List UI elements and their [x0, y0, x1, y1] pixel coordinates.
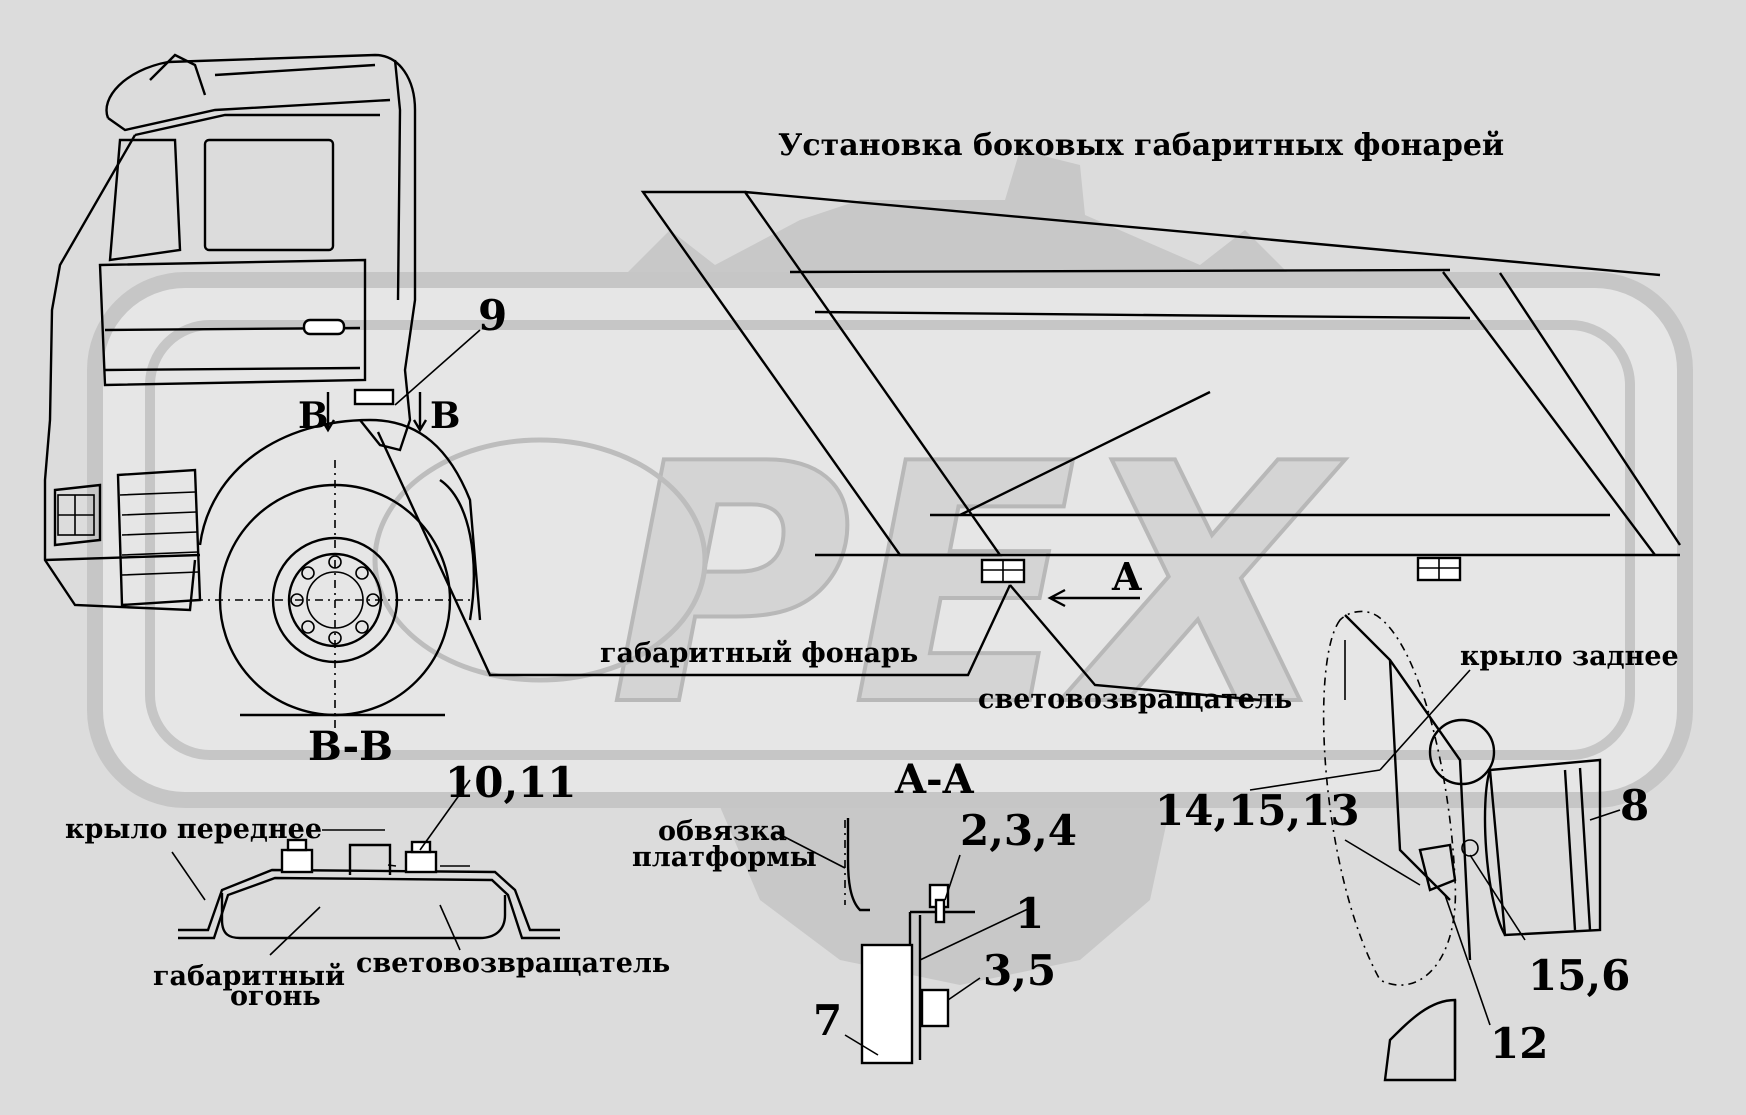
callout-3-5: 3,5 [983, 946, 1056, 995]
front-wheel [195, 418, 482, 740]
platform [640, 190, 1682, 584]
callout-12: 12 [1490, 1019, 1548, 1068]
section-bb-cut: B B 9 [298, 291, 507, 437]
section-bb-view [171, 779, 560, 956]
callout-14-15-13: 14,15,13 [1155, 786, 1360, 835]
section-bb-title: B-B [308, 723, 393, 770]
callout-7: 7 [813, 996, 842, 1045]
label-marker-light-1: габаритный [153, 961, 345, 992]
callout-1: 1 [1015, 889, 1044, 938]
section-a-marker: A [1111, 554, 1142, 599]
label-platform-frame-2: платформы [632, 842, 817, 873]
callout-8: 8 [1620, 781, 1649, 830]
watermark-ring [372, 437, 708, 683]
section-bb-marker-right: B [430, 395, 460, 437]
watermark-gear-hub [700, 760, 1180, 985]
reflector-leader [1009, 584, 1261, 702]
label-marker-lamp: габаритный фонарь [600, 638, 918, 669]
watermark-text: PEX [610, 394, 1345, 778]
label-rear-fender: крыло заднее [1460, 641, 1679, 672]
section-bb-marker-left: B [298, 395, 328, 437]
rear-fender [1249, 610, 1621, 1082]
callout-15-6: 15,6 [1528, 951, 1630, 1000]
section-aa-cut: A [1047, 554, 1142, 608]
callout-10-11: 10,11 [445, 758, 577, 807]
label-reflector-section: световозвращатель [356, 948, 670, 979]
section-aa-title: A-A [894, 756, 975, 803]
cab-marker-lamp [353, 388, 395, 406]
label-reflector-main: световозвращатель [978, 684, 1292, 715]
callout-9: 9 [478, 291, 507, 340]
marker-lamp-leader [376, 431, 1012, 677]
label-front-fender: крыло переднее [65, 814, 322, 845]
label-platform-frame-1: обвязка [658, 816, 787, 847]
callout-2-3-4: 2,3,4 [960, 806, 1077, 855]
section-aa-view [774, 818, 1031, 1065]
diagram-title: Установка боковых габаритных фонарей [778, 128, 1504, 163]
label-marker-light-2: огонь [230, 981, 321, 1012]
truck-cab [43, 53, 417, 612]
